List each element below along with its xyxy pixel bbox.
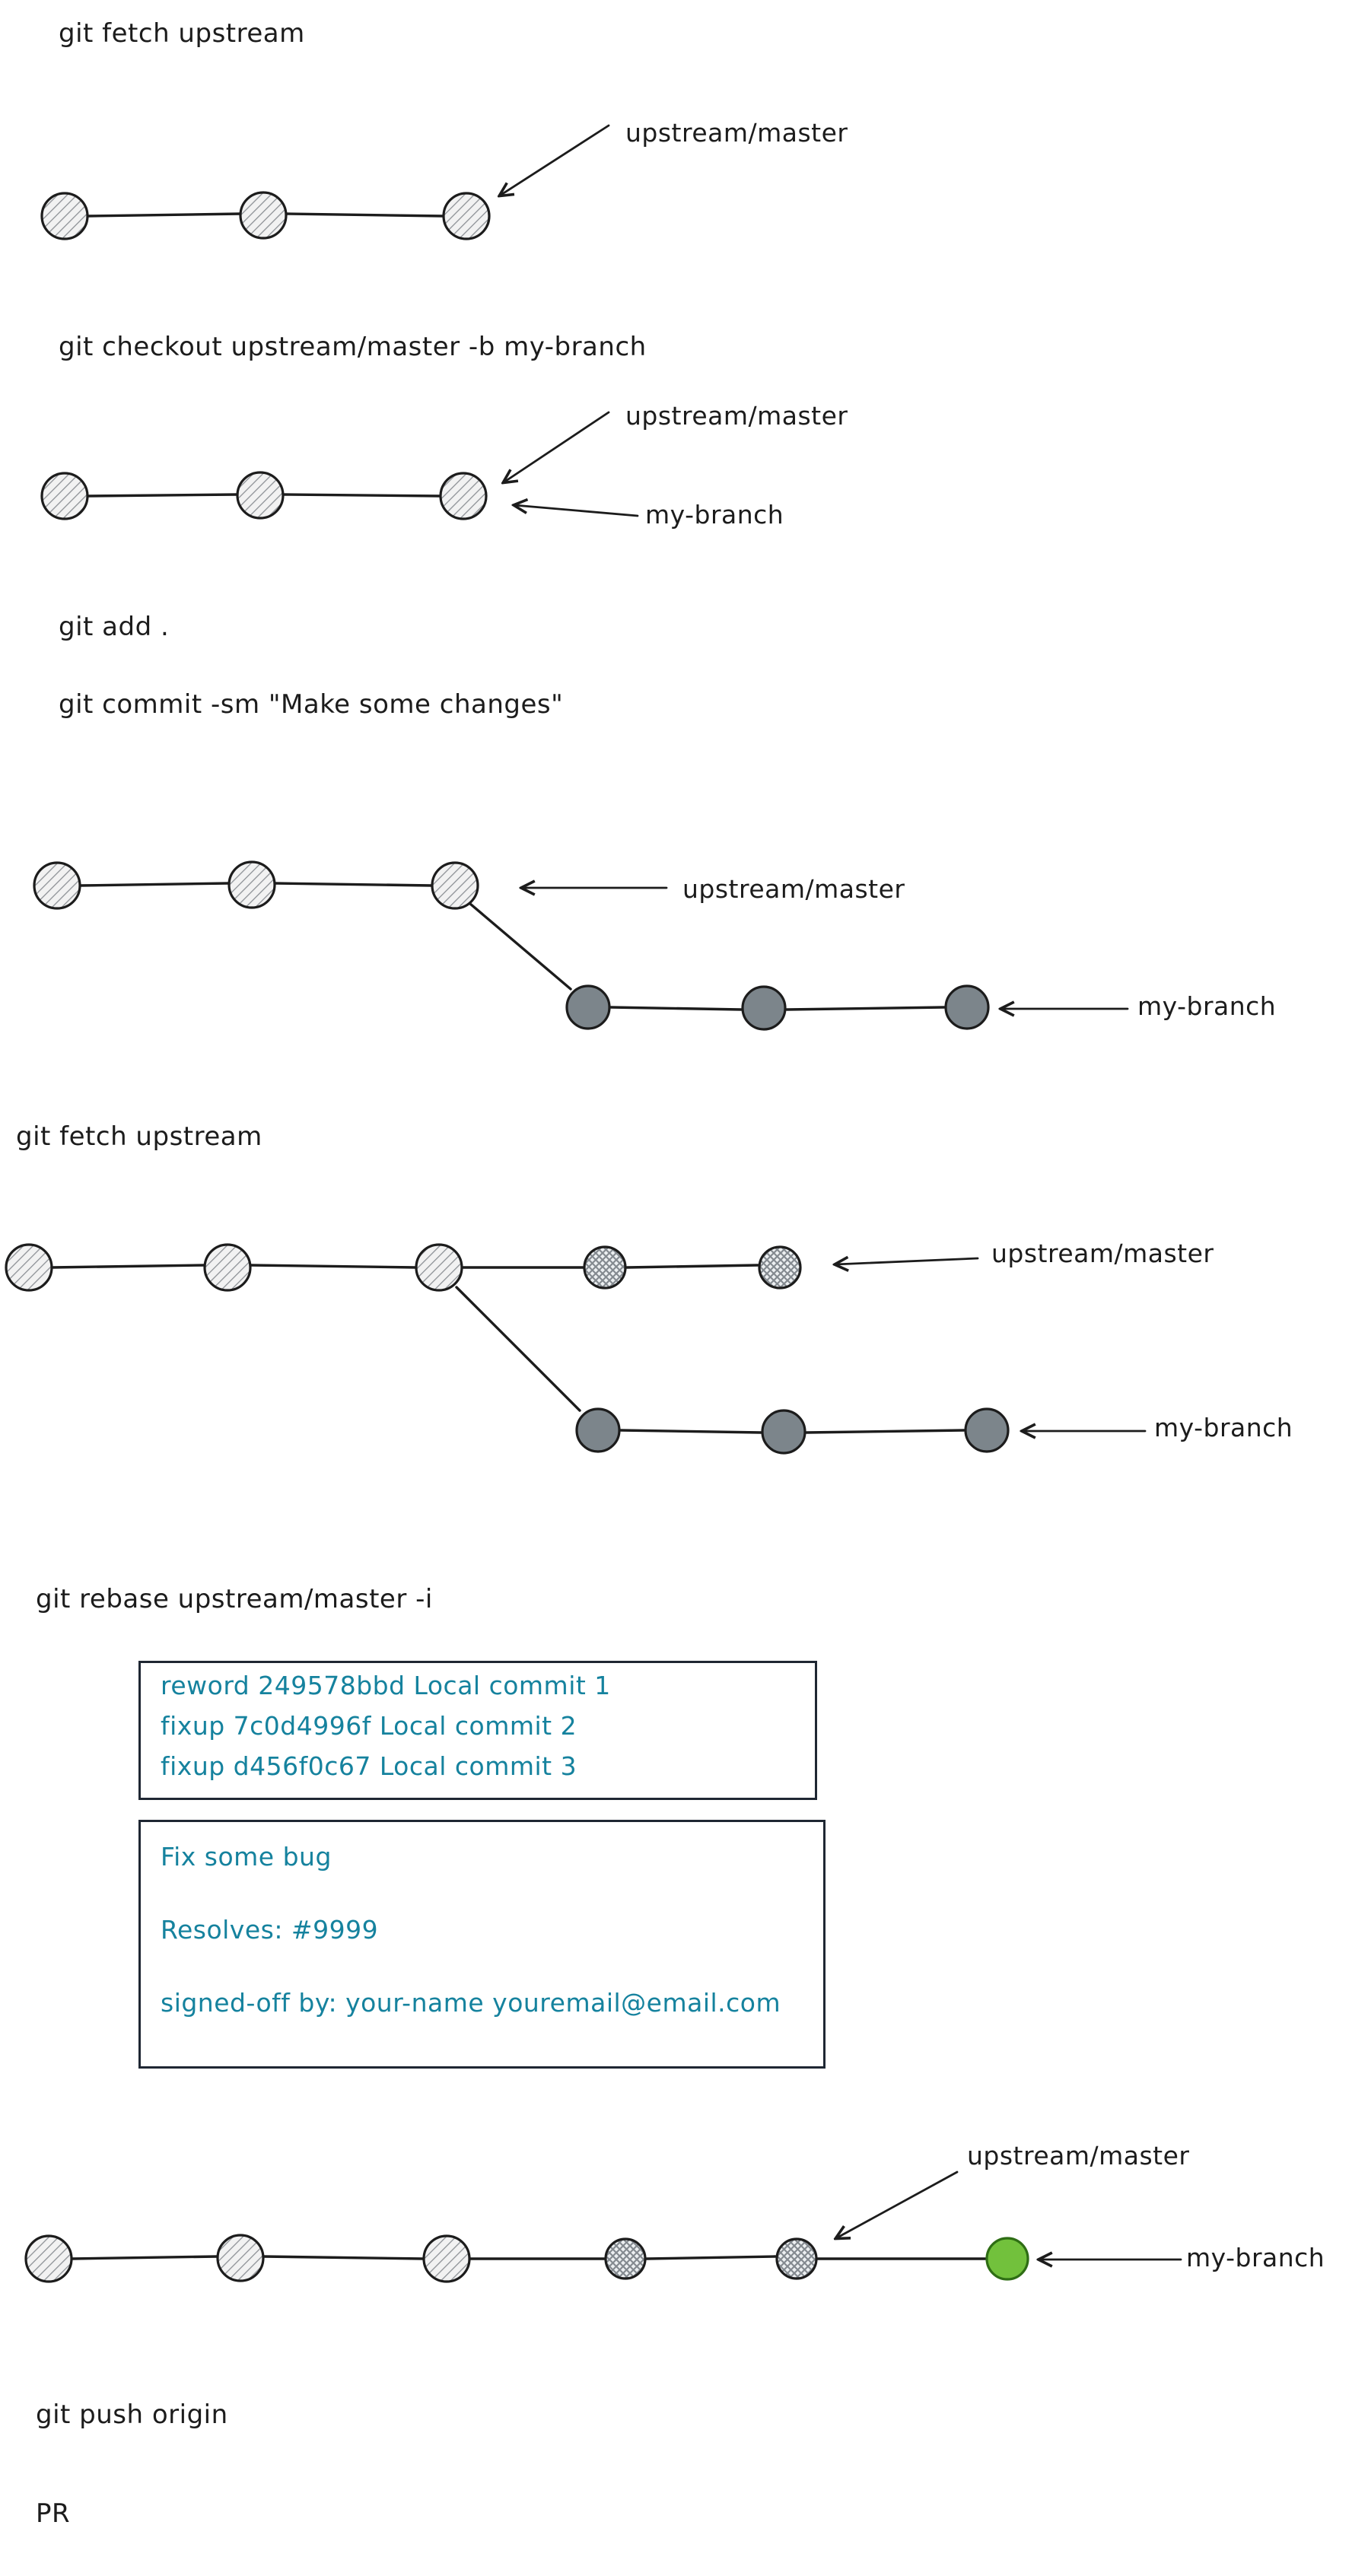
edge bbox=[805, 1429, 965, 1434]
commit-node bbox=[239, 191, 288, 240]
branch-label-my-branch-1: my-branch bbox=[645, 500, 784, 530]
commit-node bbox=[203, 1243, 252, 1292]
commit-node bbox=[422, 2234, 471, 2283]
branch-label-upstream-master-4: upstream/master bbox=[991, 1239, 1214, 1268]
commit-node bbox=[431, 861, 479, 910]
edge bbox=[645, 2255, 777, 2260]
branch-label-upstream-master-1: upstream/master bbox=[625, 118, 848, 148]
commit-message-line: signed-off by: your-name youremail@email… bbox=[161, 1988, 781, 2018]
arrow-upstream-master-1 bbox=[500, 124, 610, 196]
commit-node bbox=[24, 2234, 73, 2283]
rebased-commit-node bbox=[985, 2237, 1029, 2281]
commit-node bbox=[216, 2234, 265, 2282]
arrow-upstream-master-4 bbox=[835, 1258, 979, 1264]
branch-label-my-branch-4: my-branch bbox=[1186, 2243, 1325, 2272]
branch-label-upstream-master-3: upstream/master bbox=[682, 874, 905, 904]
command-git-fetch-upstream-2: git fetch upstream bbox=[16, 1121, 262, 1152]
commit-node bbox=[40, 472, 89, 520]
edge bbox=[50, 1264, 206, 1269]
fetched-commit-node bbox=[604, 2237, 647, 2280]
edge bbox=[70, 2255, 219, 2260]
edge bbox=[249, 1264, 418, 1269]
git-graph-2 bbox=[40, 411, 639, 520]
commit-message-box: Fix some bug Resolves: #9999 signed-off … bbox=[138, 1820, 826, 2069]
commit-node bbox=[40, 192, 89, 240]
branch-label-my-branch-3: my-branch bbox=[1154, 1413, 1293, 1442]
command-git-checkout: git checkout upstream/master -b my-branc… bbox=[59, 332, 647, 362]
text-pr: PR bbox=[36, 2498, 71, 2529]
fetched-commit-node bbox=[583, 1245, 627, 1290]
edge bbox=[619, 1429, 762, 1434]
edge bbox=[78, 882, 231, 887]
local-commit-node bbox=[761, 1409, 806, 1455]
edge bbox=[262, 2255, 425, 2260]
commit-node bbox=[439, 472, 488, 520]
command-git-fetch-upstream-1: git fetch upstream bbox=[59, 18, 305, 49]
arrow-my-branch-1 bbox=[514, 505, 639, 517]
commit-node bbox=[442, 192, 491, 240]
edge bbox=[625, 1264, 759, 1269]
edge bbox=[86, 212, 242, 218]
fetched-commit-node bbox=[758, 1245, 802, 1290]
commit-node bbox=[415, 1243, 463, 1292]
commit-node bbox=[236, 471, 285, 520]
rebase-todo-box: reword 249578bbd Local commit 1 fixup 7c… bbox=[138, 1661, 817, 1800]
edge bbox=[273, 882, 434, 887]
command-git-commit: git commit -sm "Make some changes" bbox=[59, 689, 564, 720]
branch-label-upstream-master-2: upstream/master bbox=[625, 401, 848, 431]
command-git-add: git add . bbox=[59, 612, 170, 642]
rebase-todo-line: fixup d456f0c67 Local commit 3 bbox=[161, 1751, 577, 1781]
edge bbox=[282, 493, 442, 498]
commit-node bbox=[227, 860, 276, 909]
local-commit-node bbox=[944, 984, 990, 1030]
local-commit-node bbox=[575, 1407, 621, 1453]
git-graph-3 bbox=[33, 860, 1129, 1031]
branch-label-my-branch-2: my-branch bbox=[1137, 991, 1277, 1021]
fetched-commit-node bbox=[775, 2237, 818, 2280]
command-git-push: git push origin bbox=[36, 2399, 228, 2430]
git-graph-1 bbox=[40, 124, 610, 240]
git-graph-5 bbox=[24, 2171, 1182, 2283]
command-git-rebase: git rebase upstream/master -i bbox=[36, 1584, 433, 1614]
edge-branch bbox=[455, 1286, 581, 1412]
git-graph-4 bbox=[5, 1243, 1147, 1455]
edge bbox=[86, 493, 239, 498]
edge bbox=[609, 1006, 743, 1011]
rebase-todo-line: reword 249578bbd Local commit 1 bbox=[161, 1671, 611, 1700]
commit-node bbox=[5, 1243, 53, 1292]
edge bbox=[285, 212, 445, 218]
edge bbox=[785, 1006, 946, 1011]
local-commit-node bbox=[964, 1407, 1010, 1453]
local-commit-node bbox=[565, 984, 611, 1030]
commit-message-line: Resolves: #9999 bbox=[161, 1915, 379, 1945]
local-commit-node bbox=[741, 985, 787, 1031]
rebase-todo-line: fixup 7c0d4996f Local commit 2 bbox=[161, 1711, 577, 1741]
branch-label-upstream-master-5: upstream/master bbox=[967, 2141, 1190, 2171]
arrow-upstream-master-2 bbox=[504, 411, 610, 482]
arrow-upstream-master-5 bbox=[836, 2171, 959, 2238]
commit-node bbox=[33, 861, 81, 910]
commit-message-line: Fix some bug bbox=[161, 1842, 332, 1872]
edge-branch bbox=[469, 902, 572, 991]
